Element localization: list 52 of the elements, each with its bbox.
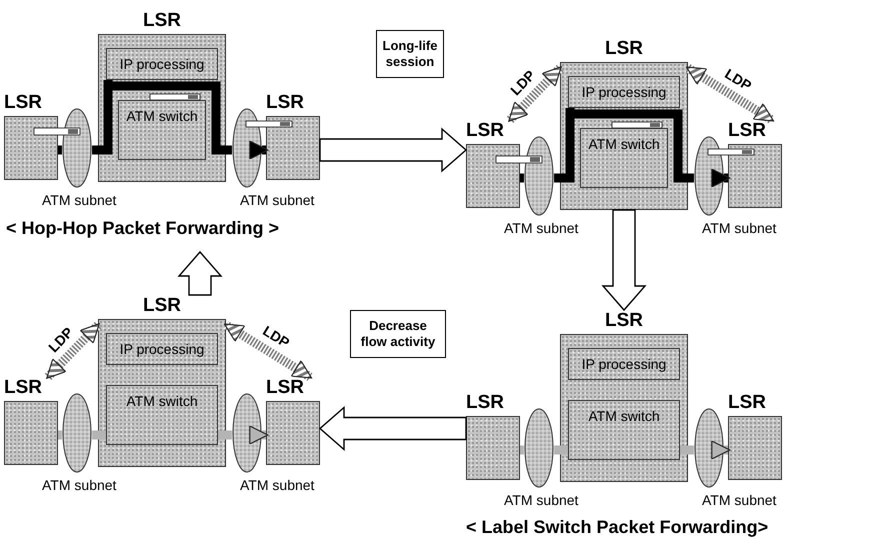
caption: < Label Switch Packet Forwarding> — [466, 517, 768, 538]
subnet-label: ATM subnet — [240, 477, 314, 493]
packet-path-arrow — [711, 168, 730, 188]
router-label: LSR — [728, 120, 766, 142]
packet-path-arrow — [249, 425, 268, 445]
router-label: LSR — [266, 92, 304, 114]
module-box: ATM switch — [106, 385, 218, 445]
module-box: ATM switch — [118, 100, 206, 160]
caption: < Hop-Hop Packet Forwarding > — [6, 218, 280, 239]
router-label: LSR — [4, 377, 42, 399]
packet-path-arrow — [711, 440, 730, 460]
router-label: LSR — [604, 310, 644, 332]
router-label: LSR — [142, 10, 182, 32]
subnet-label: ATM subnet — [240, 192, 314, 208]
packet-path-line — [58, 146, 62, 154]
module-box: IP processing — [106, 333, 218, 365]
router-label: LSR — [604, 38, 644, 60]
router-label: LSR — [728, 392, 766, 414]
packet-path-line — [680, 446, 694, 454]
module-box: IP processing — [568, 76, 680, 108]
router-label: LSR — [466, 392, 504, 414]
subnet-label: ATM subnet — [702, 492, 776, 508]
double-arrow — [686, 64, 774, 124]
module-box: ATM switch — [580, 128, 668, 188]
router-label: LSR — [466, 120, 504, 142]
packet-path-line — [554, 446, 568, 454]
packet-path-line — [520, 174, 524, 182]
packet-path-line — [218, 430, 232, 440]
packet-path-line — [92, 430, 106, 440]
double-arrow — [506, 64, 564, 124]
double-arrow — [224, 321, 312, 381]
router-label: LSR — [142, 295, 182, 317]
note-box: Decrease flow activity — [350, 310, 446, 358]
block-arrow — [601, 209, 647, 312]
packet-path-line — [58, 430, 62, 440]
subnet-label: ATM subnet — [504, 492, 578, 508]
double-arrow — [44, 322, 102, 380]
block-arrow — [177, 250, 223, 296]
block-arrow — [319, 127, 468, 173]
subnet-label: ATM subnet — [42, 477, 116, 493]
router-label: LSR — [266, 377, 304, 399]
router-label: LSR — [4, 92, 42, 114]
module-box: IP processing — [106, 48, 218, 80]
subnet-label: ATM subnet — [702, 220, 776, 236]
block-arrow — [318, 406, 467, 452]
module-box: ATM switch — [568, 400, 680, 460]
packet-path-arrow — [249, 140, 268, 160]
subnet-label: ATM subnet — [504, 220, 578, 236]
note-box: Long-life session — [376, 30, 444, 78]
packet-path-line — [520, 446, 524, 454]
subnet-label: ATM subnet — [42, 192, 116, 208]
module-box: IP processing — [568, 348, 680, 380]
